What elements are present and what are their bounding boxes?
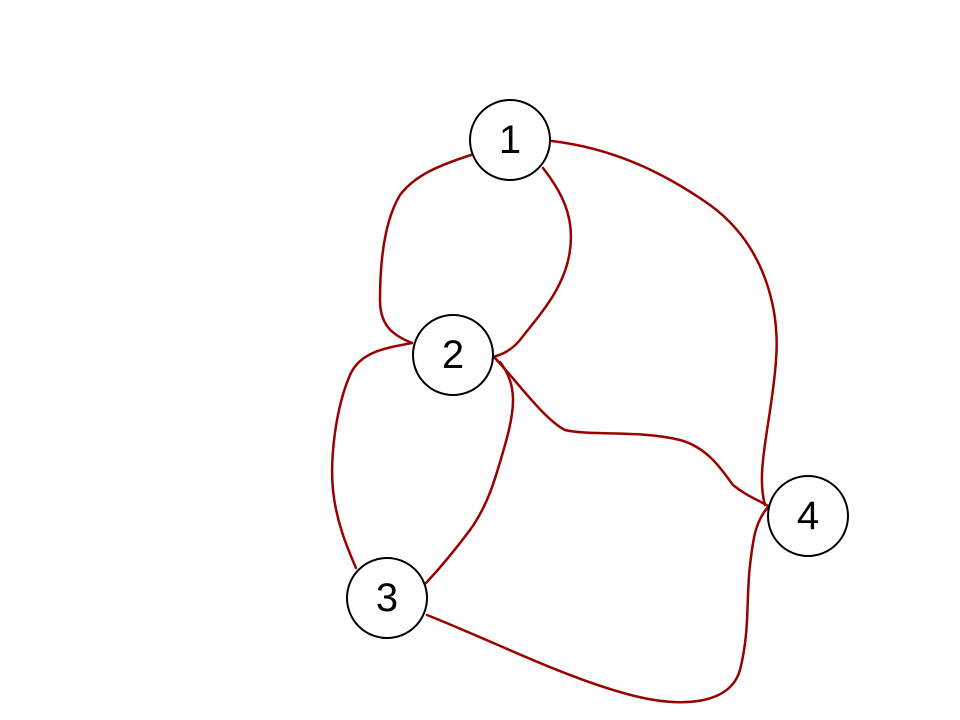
- graph-node-4: 4: [767, 475, 849, 557]
- graph-node-3: 3: [346, 557, 428, 639]
- node-label: 3: [376, 576, 398, 620]
- node-circle: [346, 557, 428, 639]
- edge-2-3-right: [424, 360, 515, 585]
- node-circle: [469, 99, 551, 181]
- edge-1-4: [550, 139, 778, 507]
- edge-2-3-left: [330, 341, 414, 570]
- node-label: 2: [442, 333, 464, 377]
- node-circle: [412, 314, 494, 396]
- edge-2-4: [493, 356, 772, 509]
- node-label: 1: [499, 118, 521, 162]
- graph-node-2: 2: [412, 314, 494, 396]
- edge-1-2-left: [378, 153, 473, 345]
- edge-1-2-right: [491, 166, 573, 359]
- edge-3-4: [425, 505, 770, 704]
- edges: [330, 139, 778, 704]
- node-label: 4: [797, 494, 819, 538]
- graph-node-1: 1: [469, 99, 551, 181]
- node-circle: [767, 475, 849, 557]
